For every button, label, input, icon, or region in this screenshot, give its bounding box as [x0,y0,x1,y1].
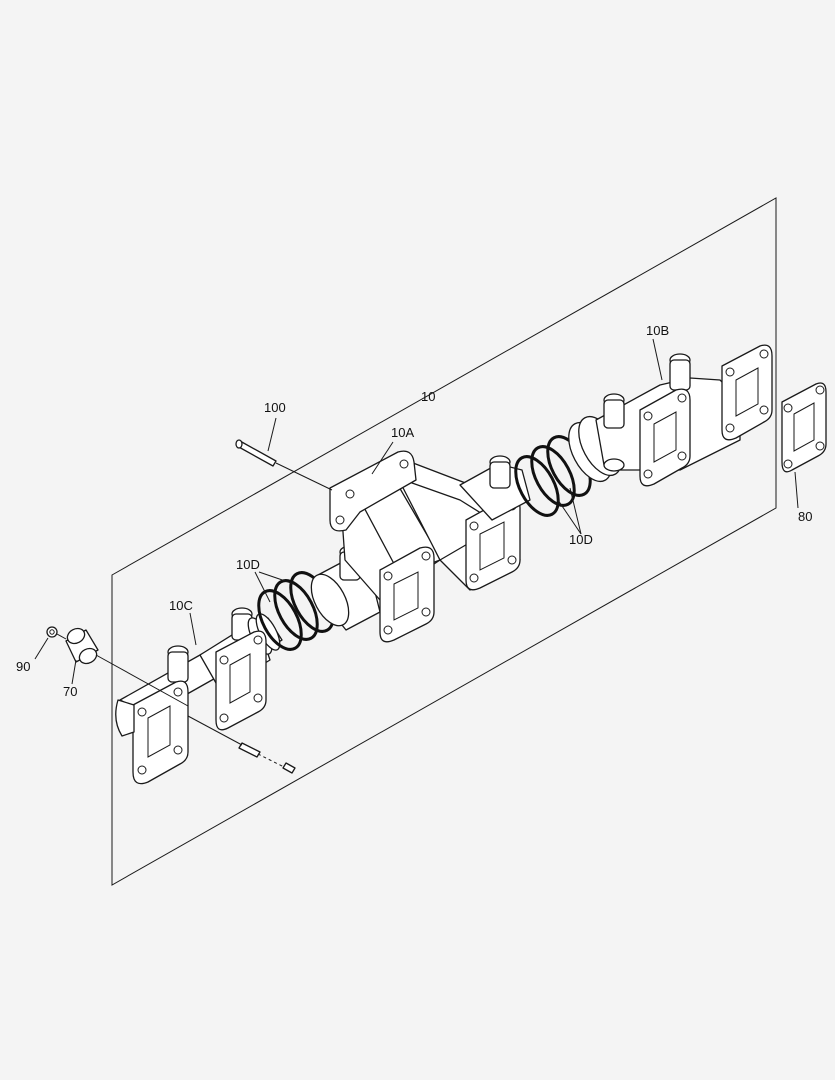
manifold-section-10b [568,344,773,487]
nut-90 [46,626,67,640]
callout-10d-right: 10D [569,532,593,547]
stud-lower [187,715,296,774]
callout-10b: 10B [646,323,669,338]
manifold-section-10c [115,607,283,785]
callout-10c: 10C [169,598,193,613]
leader-lines [34,338,799,685]
callout-70: 70 [63,684,77,699]
callout-10: 10 [421,389,435,404]
spacer-sleeve-70 [65,627,189,707]
callout-10d-left: 10D [236,557,260,572]
manifold-section-10a [310,450,531,643]
callout-90: 90 [16,659,30,674]
callout-100: 100 [264,400,286,415]
callout-80: 80 [798,509,812,524]
callout-10a: 10A [391,425,414,440]
stud-100 [235,439,333,491]
assembly-boundary [111,197,777,886]
gasket-80 [781,382,827,473]
